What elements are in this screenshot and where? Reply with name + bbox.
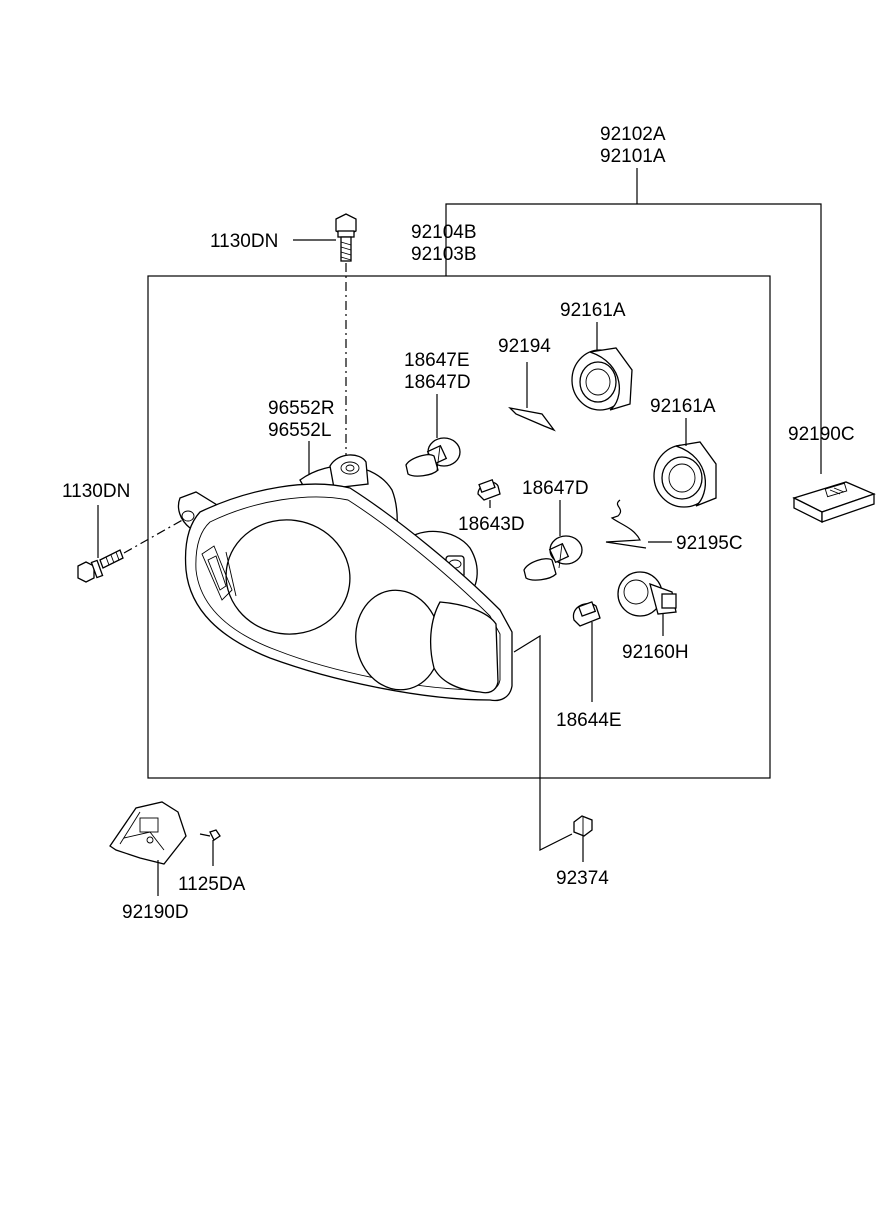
bracket-icon (109, 801, 187, 865)
label-18647d-lower: 18647D (522, 478, 589, 499)
label-92195c: 92195C (676, 533, 743, 554)
socket-lower-icon (653, 441, 717, 508)
label-96552r: 96552R (268, 398, 335, 419)
bolt-left-icon (77, 549, 124, 583)
label-92190d: 92190D (122, 902, 189, 923)
ballast-icon (792, 481, 876, 524)
screw-icon (199, 829, 221, 841)
grommet-icon (573, 815, 593, 837)
clip-icon (508, 406, 556, 432)
bulb-turn-icon (572, 601, 601, 627)
bolt-top-icon (335, 213, 357, 262)
headlamp-housing-icon (177, 454, 513, 702)
label-1130dn-left: 1130DN (62, 481, 130, 502)
label-92161a-lower: 92161A (650, 396, 716, 417)
label-18647e: 18647E (404, 350, 470, 371)
label-1125da: 1125DA (178, 874, 246, 895)
label-92103b: 92103B (411, 244, 477, 265)
assembly-leaders (445, 168, 822, 474)
label-18647d-upper: 18647D (404, 372, 471, 393)
label-92161a-upper: 92161A (560, 300, 626, 321)
label-92160h: 92160H (622, 642, 689, 663)
assembly-frame (147, 275, 771, 779)
label-92101a: 92101A (600, 146, 666, 167)
label-18644e: 18644E (556, 710, 622, 731)
label-92194: 92194 (498, 336, 551, 357)
label-92374: 92374 (556, 868, 609, 889)
label-92104b: 92104B (411, 222, 477, 243)
bulb-small-icon (477, 479, 501, 501)
socket-upper-icon (571, 347, 633, 411)
bulb-h-upper-icon (405, 437, 461, 477)
wire-icon (605, 499, 647, 549)
bulb-h-lower-icon (523, 535, 583, 581)
label-92190c: 92190C (788, 424, 855, 445)
label-96552l: 96552L (268, 420, 331, 441)
label-1130dn-top: 1130DN (210, 231, 278, 252)
socket-h-icon (617, 571, 677, 617)
label-92102a: 92102A (600, 124, 666, 145)
label-18643d: 18643D (458, 514, 525, 535)
